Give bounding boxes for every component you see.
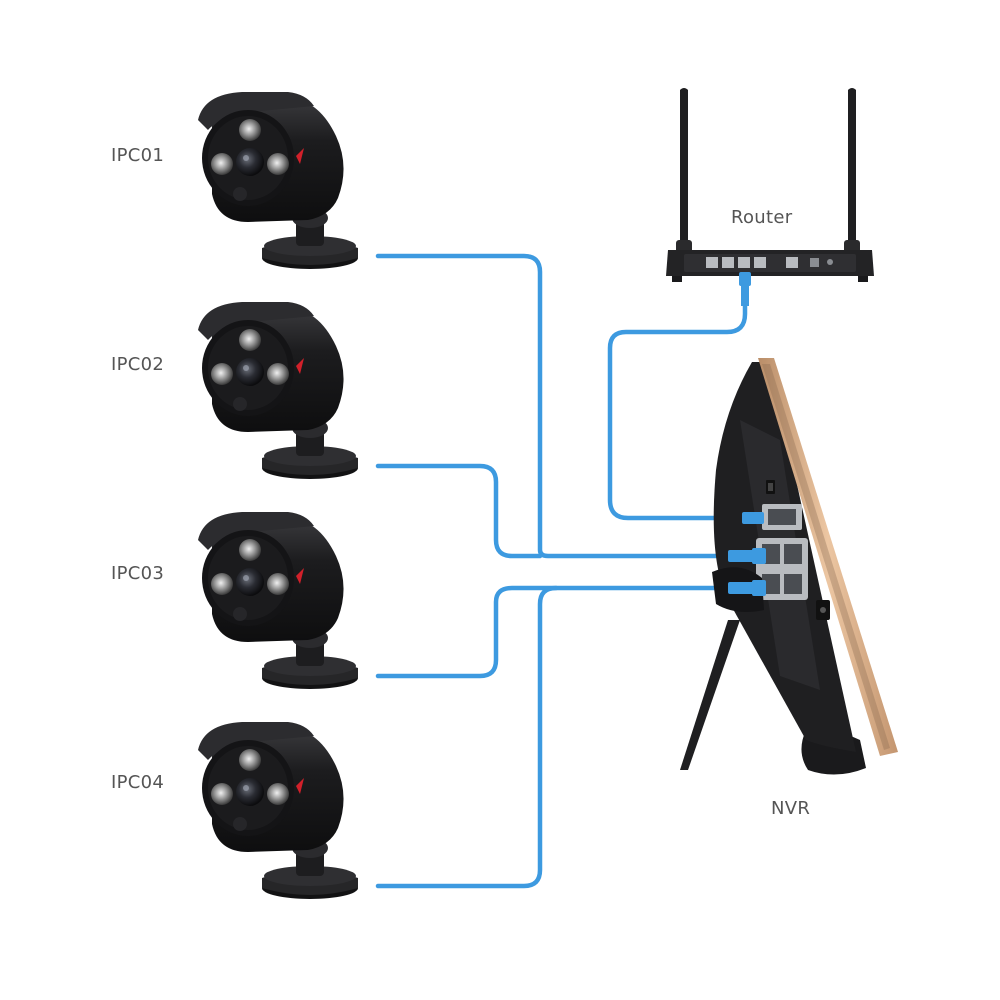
bullet-camera-icon <box>198 92 358 269</box>
cable-ipc03 <box>375 585 731 679</box>
camera-label-ipc02: IPC02 <box>111 354 165 375</box>
cable-ipc02 <box>375 463 543 559</box>
camera-label-ipc03: IPC03 <box>111 563 165 584</box>
cable-ipc01 <box>375 253 731 559</box>
bullet-camera-icon <box>198 302 358 479</box>
nvr-label: NVR <box>771 798 811 819</box>
bullet-camera-icon <box>198 512 358 689</box>
cable-router <box>607 303 748 521</box>
router-label: Router <box>731 207 793 228</box>
rj45-plug-icon <box>739 272 751 286</box>
nvr-monitor-icon <box>680 358 898 775</box>
camera-label-ipc01: IPC01 <box>111 145 165 166</box>
wifi-router-icon <box>666 88 874 306</box>
bullet-camera-icon <box>198 722 358 899</box>
camera-label-ipc04: IPC04 <box>111 772 165 793</box>
cable-ipc04 <box>375 585 559 889</box>
cable-group <box>375 253 748 889</box>
